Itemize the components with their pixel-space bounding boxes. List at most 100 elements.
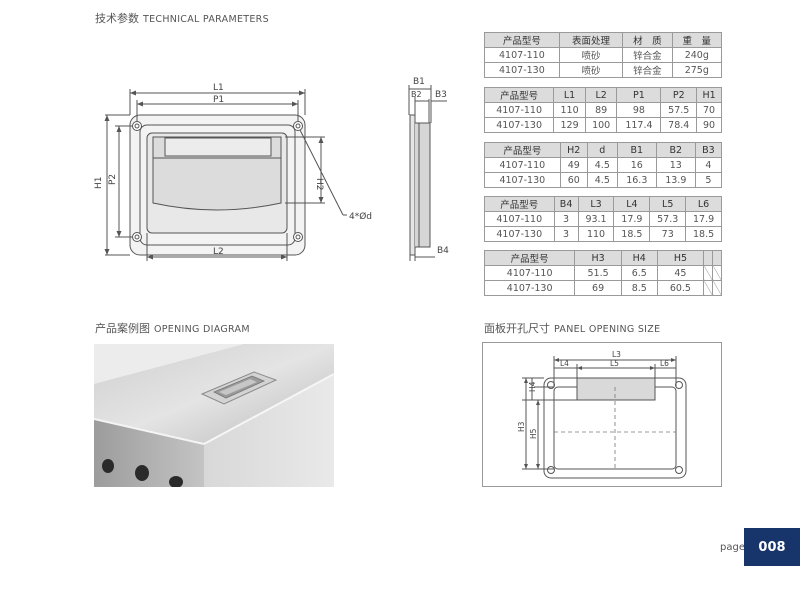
table-cell: 100: [584, 117, 618, 133]
table-cell: 240g: [671, 47, 723, 63]
table-cell: 18.5: [685, 226, 722, 242]
table-cell: 4: [694, 157, 723, 173]
table-cell: 4107-110: [484, 157, 561, 173]
dim-label-B1: B1: [413, 77, 425, 87]
table-cell: 锌合金: [622, 62, 673, 78]
side-view: [408, 85, 447, 261]
table-cell: 13.9: [655, 172, 696, 188]
spec-table-dimensions-4: 产品型号 H3 H4 H5 4107-110 51.5 6.5 45 4107-…: [483, 250, 722, 296]
dim-label-L1: L1: [213, 83, 224, 93]
dim-label-L4: L4: [560, 359, 569, 368]
table-header: d: [586, 142, 618, 158]
table-header: 产品型号: [483, 250, 576, 266]
mount-hole-tl: [132, 121, 142, 131]
box-front: [94, 419, 204, 487]
table-cell: 16: [616, 157, 657, 173]
panel-cutout-notch: [576, 377, 656, 401]
table-header: H4: [620, 250, 658, 266]
dim-label-L2: L2: [213, 247, 224, 257]
mount-hole-bl: [132, 232, 142, 242]
table-cell: 78.4: [660, 117, 698, 133]
table-cell: 3: [553, 226, 579, 242]
table-header: B3: [694, 142, 723, 158]
spec-table-dimensions-3: 产品型号 B4 L3 L4 L5 L6 4107-110 3 93.1 17.9…: [484, 196, 722, 242]
dim-label-B2: B2: [411, 90, 422, 99]
box-side: [204, 374, 334, 487]
table-header: 表面处理: [558, 32, 624, 48]
empty-cell: [703, 265, 714, 281]
table-cell: 8.5: [620, 280, 658, 296]
dim-label-L5: L5: [610, 359, 619, 368]
cable-hole: [102, 459, 114, 473]
cable-hole: [169, 476, 183, 487]
table-header: L6: [685, 196, 722, 212]
technical-drawing: L1 P1 L2 H1 P2 H2 4*Ød B1 B2 B3 B4: [94, 77, 449, 261]
table-cell: 5: [694, 172, 723, 188]
table-header: L5: [649, 196, 687, 212]
empty-cell: [712, 280, 722, 296]
table-cell: 17.9: [685, 211, 722, 227]
table-cell: 90: [696, 117, 722, 133]
table-cell: 4.5: [586, 157, 618, 173]
table-header: L4: [613, 196, 651, 212]
hole-callout: 4*Ød: [349, 211, 372, 222]
table-row: 4107-130 3 110 18.5 73 18.5: [484, 226, 722, 242]
empty-header-cell: [703, 250, 714, 266]
table-row: 4107-130 69 8.5 60.5: [483, 280, 722, 296]
table-row: 4107-130 60 4.5 16.3 13.9 5: [484, 172, 723, 188]
table-row: 4107-110 喷砂 锌合金 240g: [484, 47, 723, 63]
table-cell: 18.5: [613, 226, 651, 242]
table-row: 4107-110 49 4.5 16 13 4: [484, 157, 723, 173]
table-row: 4107-110 51.5 6.5 45: [483, 265, 722, 281]
table-header: P1: [616, 87, 662, 103]
table-cell: 16.3: [616, 172, 657, 188]
table-cell: 69: [574, 280, 622, 296]
table-cell: 4107-110: [484, 47, 560, 63]
table-cell: 4107-110: [483, 102, 555, 118]
table-cell: 6.5: [620, 265, 658, 281]
panel-opening-drawing: L3 L4 L5 L6 H3 H4 H5: [482, 342, 722, 487]
table-cell: 93.1: [577, 211, 615, 227]
table-cell: 51.5: [574, 265, 622, 281]
table-header: H2: [559, 142, 588, 158]
table-cell: 49: [559, 157, 588, 173]
table-cell: 4107-110: [483, 265, 576, 281]
table-row: 4107-130 129 100 117.4 78.4 90: [483, 117, 722, 133]
table-cell: 17.9: [613, 211, 651, 227]
table-header: 产品型号: [484, 142, 561, 158]
empty-header-cell: [712, 250, 722, 266]
table-cell: 4.5: [586, 172, 618, 188]
dim-label-B3: B3: [435, 90, 447, 100]
table-header: 材 质: [622, 32, 673, 48]
table-cell: 3: [553, 211, 579, 227]
dim-label-L3: L3: [612, 350, 621, 359]
table-cell: 4107-110: [484, 211, 555, 227]
dim-label-P2: P2: [108, 174, 118, 185]
table-header: P2: [660, 87, 698, 103]
table-cell: 4107-130: [483, 117, 555, 133]
table-header: L1: [553, 87, 586, 103]
cable-hole: [135, 465, 149, 481]
table-cell: 275g: [671, 62, 723, 78]
table-row: 4107-110 110 89 98 57.5 70: [483, 102, 722, 118]
table-header: B4: [553, 196, 579, 212]
table-cell: 4107-130: [483, 280, 576, 296]
mount-hole-tr: [293, 121, 303, 131]
table-cell: 锌合金: [622, 47, 673, 63]
table-header: 产品型号: [484, 196, 555, 212]
spec-table-finish: 产品型号 表面处理 材 质 重 量 4107-110 喷砂 锌合金 240g 4…: [484, 32, 723, 78]
dim-label-H1: H1: [94, 177, 104, 190]
table-header: 重 量: [671, 32, 723, 48]
table-header: H5: [656, 250, 705, 266]
empty-cell: [712, 265, 722, 281]
table-cell: 110: [553, 102, 586, 118]
table-header: B1: [616, 142, 657, 158]
dim-label-H3: H3: [517, 421, 526, 432]
page-number-badge: 008: [744, 528, 800, 566]
table-cell: 4107-130: [484, 226, 555, 242]
spec-table-dimensions-2: 产品型号 H2 d B1 B2 B3 4107-110 49 4.5 16 13…: [484, 142, 723, 188]
table-header: L2: [584, 87, 618, 103]
table-header: 产品型号: [484, 32, 560, 48]
